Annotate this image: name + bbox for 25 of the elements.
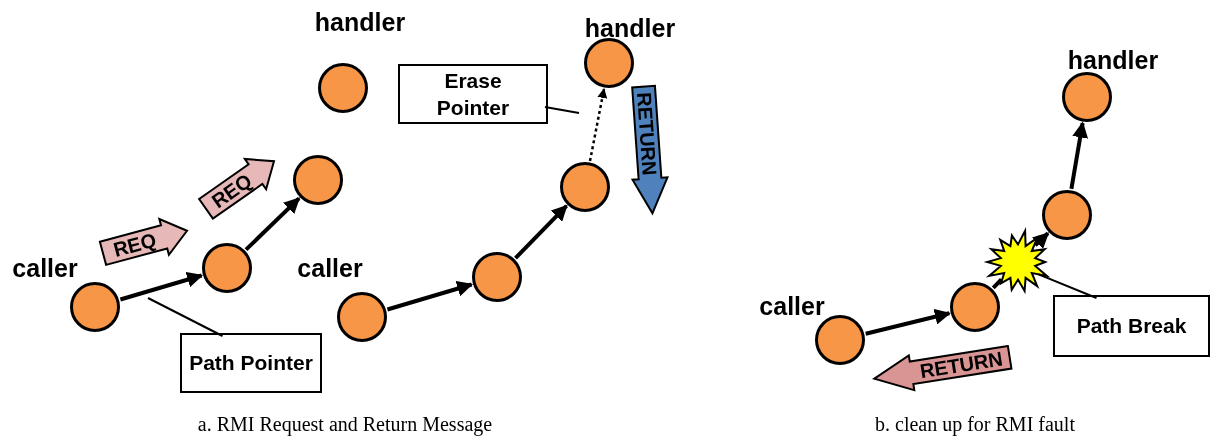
node-label: caller (297, 255, 363, 281)
arrow (244, 196, 301, 252)
arrow-label: REQ (111, 228, 159, 261)
arrow-label: RETURN (633, 91, 661, 177)
arrow (865, 308, 951, 336)
dotted-arrow (588, 88, 608, 162)
node-label: handler (314, 9, 406, 35)
caption: a. RMI Request and Return Message (197, 413, 493, 436)
caption: b. clean up for RMI fault (875, 413, 1075, 436)
arrow (119, 271, 204, 302)
node-label: caller (759, 293, 825, 319)
arrow (514, 204, 568, 260)
arrow (386, 280, 474, 312)
node-label: handler (584, 15, 676, 41)
callout-box: Path Pointer (180, 333, 322, 393)
arrow (1031, 231, 1050, 250)
node-label: handler (1067, 47, 1159, 73)
callout-box: Erase Pointer (398, 64, 548, 124)
arrow-label: RETURN (918, 347, 1005, 383)
arrow-label: REQ (207, 169, 256, 213)
explosion-burst (983, 226, 1051, 295)
arrow (1069, 121, 1089, 190)
node-label: caller (12, 255, 78, 281)
leader-line (544, 106, 580, 114)
callout-box: Path Break (1053, 295, 1210, 357)
